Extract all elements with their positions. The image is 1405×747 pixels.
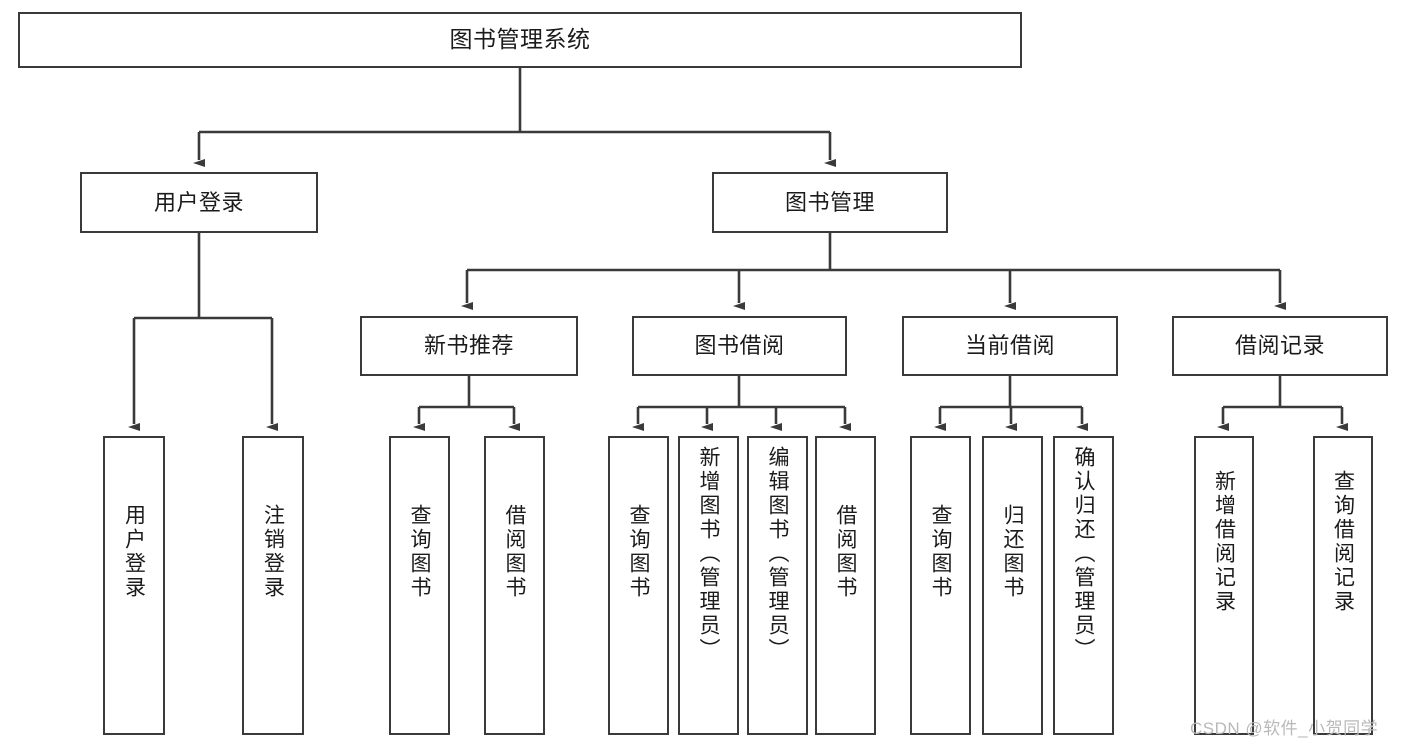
- leaf-current-confirm-return-admin[interactable]: 确认归还（管理员）: [1053, 436, 1114, 735]
- node-user-login[interactable]: 用户登录: [80, 172, 318, 233]
- node-label: 编辑图书（管理员）: [766, 446, 789, 662]
- node-label: 查询图书: [627, 504, 650, 600]
- node-new-book-recommend[interactable]: 新书推荐: [360, 316, 578, 376]
- leaf-user-login-login[interactable]: 用户登录: [103, 436, 165, 735]
- node-label: 查询图书: [408, 504, 431, 600]
- node-label: 新书推荐: [423, 333, 514, 359]
- node-label: 用户登录: [153, 189, 244, 215]
- node-label: 图书管理系统: [449, 26, 591, 53]
- node-label: 查询图书: [929, 504, 952, 600]
- leaf-record-add-record[interactable]: 新增借阅记录: [1194, 436, 1254, 735]
- node-label: 查询借阅记录: [1331, 470, 1355, 614]
- node-label: 图书管理: [784, 189, 875, 215]
- node-label: 注销登录: [261, 504, 285, 600]
- leaf-current-return-book[interactable]: 归还图书: [982, 436, 1043, 735]
- node-current-borrow[interactable]: 当前借阅: [902, 316, 1118, 376]
- leaf-user-login-logout[interactable]: 注销登录: [242, 436, 304, 735]
- node-label: 借阅图书: [834, 504, 857, 600]
- node-label: 新增图书（管理员）: [697, 446, 720, 662]
- node-label: 借阅图书: [503, 504, 526, 600]
- node-label: 归还图书: [1001, 504, 1024, 600]
- node-borrow-record[interactable]: 借阅记录: [1172, 316, 1388, 376]
- leaf-borrow-add-book-admin[interactable]: 新增图书（管理员）: [678, 436, 739, 735]
- node-label: 确认归还（管理员）: [1072, 446, 1095, 662]
- leaf-borrow-borrow-book[interactable]: 借阅图书: [815, 436, 876, 735]
- node-root-system[interactable]: 图书管理系统: [18, 12, 1022, 68]
- node-book-management[interactable]: 图书管理: [712, 172, 948, 233]
- leaf-current-query-book[interactable]: 查询图书: [910, 436, 971, 735]
- node-label: 借阅记录: [1234, 333, 1325, 359]
- node-book-borrow[interactable]: 图书借阅: [632, 316, 847, 376]
- node-label: 用户登录: [122, 504, 146, 600]
- leaf-borrow-edit-book-admin[interactable]: 编辑图书（管理员）: [747, 436, 808, 735]
- leaf-record-query-record[interactable]: 查询借阅记录: [1313, 436, 1373, 735]
- node-label: 当前借阅: [964, 333, 1055, 359]
- csdn-watermark: CSDN @软件_小贺同学: [1190, 719, 1379, 738]
- leaf-new-book-borrow[interactable]: 借阅图书: [484, 436, 545, 735]
- leaf-borrow-query-book[interactable]: 查询图书: [608, 436, 669, 735]
- node-label: 图书借阅: [694, 333, 785, 359]
- leaf-new-book-query[interactable]: 查询图书: [389, 436, 450, 735]
- node-label: 新增借阅记录: [1212, 470, 1236, 614]
